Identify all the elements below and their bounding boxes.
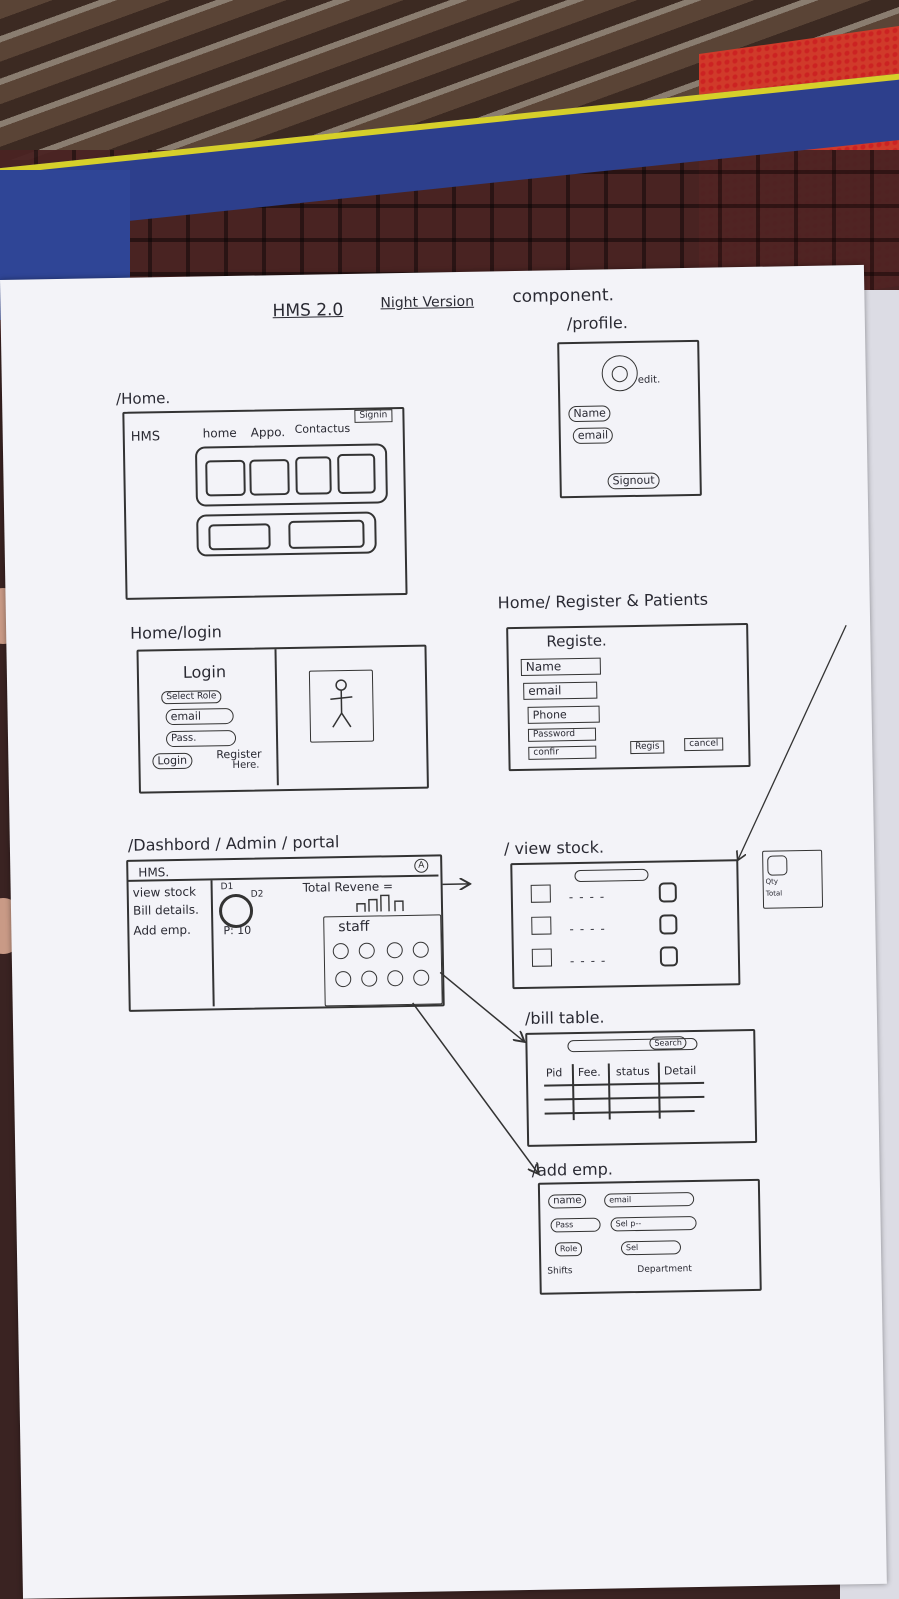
login-illustration xyxy=(308,669,375,743)
stick-figure-icon xyxy=(330,679,353,728)
flow-arrows xyxy=(412,625,847,1380)
bar-chart-icon xyxy=(355,893,425,918)
arrow-to-stock-frame xyxy=(734,625,847,859)
login-frame: Login Select Role email Pass. Login Regi… xyxy=(136,644,429,794)
arrow-to-add-emp xyxy=(412,1002,538,1175)
paper-sheet: HMS 2.0 Night Version component. /profil… xyxy=(0,264,887,1599)
dashboard-frame: HMS. A view stock Bill details. Add emp.… xyxy=(126,854,445,1012)
arrow-to-bill xyxy=(439,971,523,1042)
